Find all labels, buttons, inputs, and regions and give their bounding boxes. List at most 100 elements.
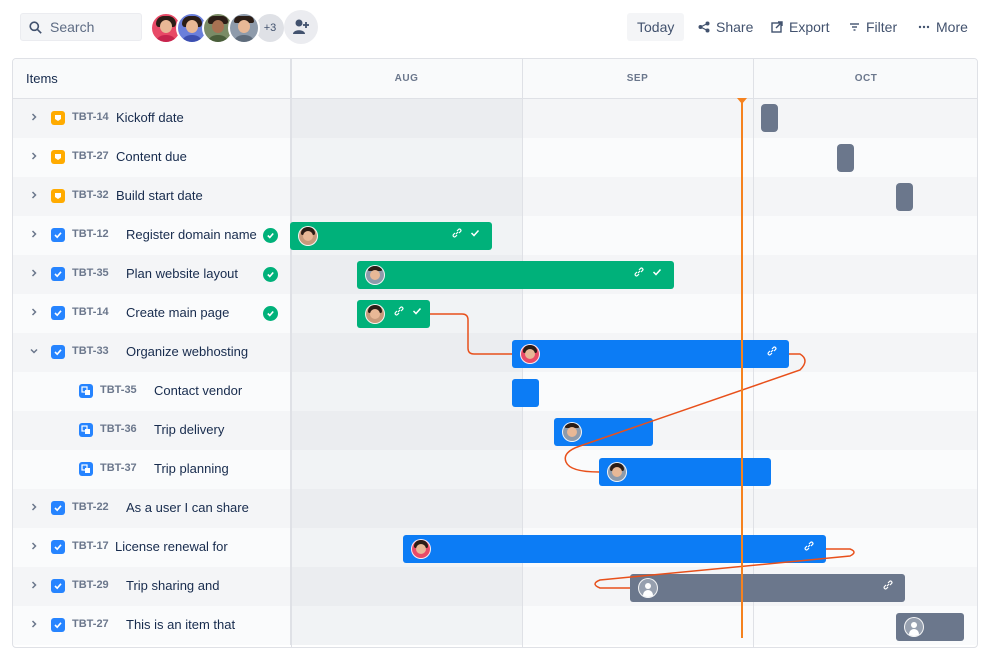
milestone-icon [51,150,65,164]
timeline-row-track[interactable] [291,177,977,216]
issue-key[interactable]: TBT-17 [72,540,109,552]
today-button[interactable]: Today [627,13,685,41]
issue-summary[interactable]: Organize webhosting [126,344,249,359]
search-input[interactable] [48,18,138,36]
issue-summary[interactable]: Trip delivery [154,422,225,437]
chevron-right-icon[interactable] [29,541,39,553]
avatar[interactable] [228,12,260,44]
task-checkbox-icon [51,579,65,593]
link-icon [634,267,644,277]
chevron-right-icon[interactable] [29,580,39,592]
timeline-row[interactable]: TBT-12 Register domain name [13,216,977,255]
issue-key[interactable]: TBT-27 [72,618,109,630]
issue-summary[interactable]: Create main page [126,305,230,320]
issue-key[interactable]: TBT-22 [72,501,109,513]
export-button[interactable]: Export [763,13,837,41]
issue-key[interactable]: TBT-12 [72,228,109,240]
row-label-cell: TBT-35 Contact vendor [13,372,291,411]
milestone-bar[interactable] [761,104,778,132]
task-bar[interactable] [403,535,826,563]
milestone-bar[interactable] [896,183,913,211]
subtask-bar[interactable] [554,418,653,446]
issue-key[interactable]: TBT-32 [72,189,109,201]
timeline-row-track[interactable] [291,489,977,528]
issue-summary[interactable]: License renewal for [115,539,228,554]
timeline-row-track[interactable] [291,138,977,177]
issue-summary[interactable]: Kickoff date [116,110,184,125]
filter-icon [850,23,859,31]
timeline-row[interactable]: TBT-22 As a user I can share [13,489,977,528]
timeline-row[interactable]: TBT-35 Contact vendor [13,372,977,411]
issue-summary[interactable]: Register domain name [126,227,257,242]
chevron-right-icon[interactable] [29,619,39,631]
issue-key[interactable]: TBT-27 [72,150,109,162]
filter-button[interactable]: Filter [841,13,905,41]
timeline-row[interactable]: TBT-14 Kickoff date [13,99,977,138]
chevron-down-icon[interactable] [29,346,39,358]
timeline-row[interactable]: TBT-27 This is an item that [13,606,977,645]
timeline-row[interactable]: TBT-27 Content due [13,138,977,177]
issue-summary[interactable]: Contact vendor [154,383,243,398]
share-button[interactable]: Share [690,13,761,41]
link-icon [804,541,814,551]
filter-label: Filter [866,19,898,35]
timeline-row[interactable]: TBT-37 Trip planning [13,450,977,489]
issue-key[interactable]: TBT-35 [72,267,109,279]
timeline-row[interactable]: TBT-36 Trip delivery [13,411,977,450]
chevron-right-icon[interactable] [29,502,39,514]
column-divider [291,59,292,647]
issue-summary[interactable]: As a user I can share [126,500,249,515]
timeline-row[interactable]: TBT-33 Organize webhosting [13,333,977,372]
items-column-header: Items [13,59,291,99]
more-button[interactable]: More [910,13,976,41]
row-label-cell: TBT-17 License renewal for [13,528,291,567]
task-bar[interactable] [630,574,905,602]
issue-key[interactable]: TBT-14 [72,111,109,123]
timeline-row-track[interactable] [291,606,977,645]
timeline-row-track[interactable] [291,99,977,138]
month-header-sep: SEP [522,59,753,99]
chevron-right-icon[interactable] [29,307,39,319]
issue-summary[interactable]: This is an item that [126,617,236,632]
task-bar[interactable] [357,261,674,289]
unassigned-avatar-icon [904,617,924,637]
items-header-label: Items [26,71,58,86]
issue-key[interactable]: TBT-35 [100,384,137,396]
avatar[interactable] [202,12,234,44]
subtask-bar[interactable] [599,458,771,486]
issue-summary[interactable]: Plan website layout [126,266,239,281]
issue-summary[interactable]: Trip planning [154,461,229,476]
task-bar[interactable] [896,613,964,641]
timeline-row-track[interactable] [291,372,977,411]
check-icon [412,307,422,315]
add-user-button[interactable] [284,10,318,44]
task-bar[interactable] [357,300,430,328]
past-month-shade [291,450,522,489]
issue-key[interactable]: TBT-36 [100,423,137,435]
row-label-cell: TBT-27 Content due [13,138,291,177]
chevron-right-icon[interactable] [29,190,39,202]
issue-summary[interactable]: Trip sharing and [126,578,220,593]
past-month-shade [291,177,522,216]
subtask-bar[interactable] [512,379,539,407]
timeline-row[interactable]: TBT-14 Create main page [13,294,977,333]
chevron-right-icon[interactable] [29,112,39,124]
chevron-right-icon[interactable] [29,151,39,163]
issue-summary[interactable]: Content due [116,149,187,164]
past-month-shade [291,411,522,450]
month-header-aug: AUG [291,59,522,99]
timeline-row[interactable]: TBT-32 Build start date [13,177,977,216]
chevron-right-icon[interactable] [29,268,39,280]
bar-status-icons [634,267,662,277]
issue-summary[interactable]: Build start date [116,188,203,203]
task-bar[interactable] [290,222,492,250]
issue-key[interactable]: TBT-29 [72,579,109,591]
issue-key[interactable]: TBT-14 [72,306,109,318]
task-bar[interactable] [512,340,789,368]
issue-key[interactable]: TBT-37 [100,462,137,474]
milestone-bar[interactable] [837,144,854,172]
issue-key[interactable]: TBT-33 [72,345,109,357]
link-icon [394,306,404,316]
search-box[interactable] [20,13,142,41]
chevron-right-icon[interactable] [29,229,39,241]
